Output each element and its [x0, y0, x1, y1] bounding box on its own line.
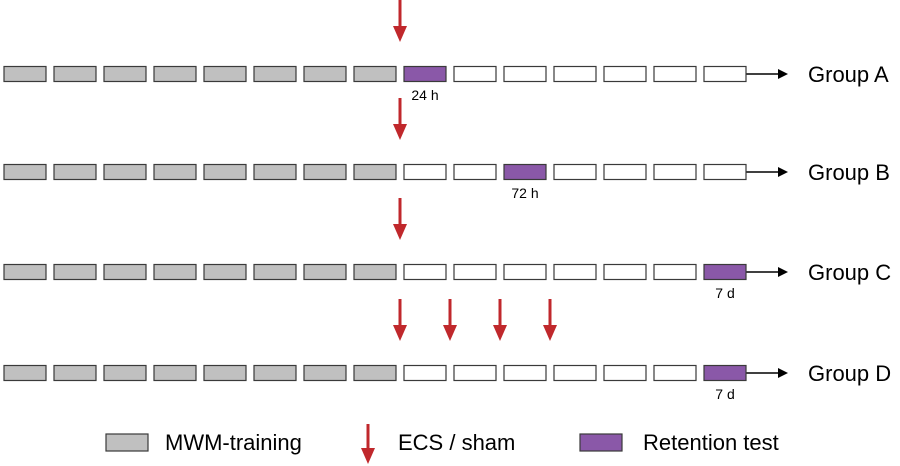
retention-delay-label: 24 h — [411, 87, 438, 103]
rest-day-box — [403, 263, 447, 281]
legend-retention-swatch — [579, 433, 623, 452]
ecs-arrow-icon — [393, 0, 407, 42]
retention-test-box — [703, 263, 747, 281]
group-label: Group B — [808, 160, 890, 185]
rest-day-box — [703, 163, 747, 181]
rest-day-box — [503, 65, 547, 83]
rest-day-box — [603, 263, 647, 281]
training-day-box — [303, 65, 347, 83]
training-day-box — [53, 65, 97, 83]
rest-day-box — [603, 65, 647, 83]
training-day-box — [153, 163, 197, 181]
ecs-arrow-icon — [393, 299, 407, 341]
ecs-arrow-icon — [393, 98, 407, 140]
training-day-box — [303, 364, 347, 382]
legend-ecs-arrow-icon — [361, 424, 375, 464]
training-day-box — [103, 364, 147, 382]
group-rows: 24 h Group A 72 h Group B 7 d Group C 7 d Group… — [3, 0, 891, 402]
training-day-box — [53, 364, 97, 382]
rest-day-box — [603, 163, 647, 181]
training-day-box — [153, 364, 197, 382]
retention-test-box — [703, 364, 747, 382]
training-day-box — [53, 163, 97, 181]
group-row: 24 h Group A — [3, 0, 889, 103]
group-row: 7 d Group C — [3, 198, 891, 301]
rest-day-box — [503, 263, 547, 281]
training-day-box — [153, 65, 197, 83]
legend: MWM-training ECS / sham Retention test — [105, 424, 779, 464]
rest-day-box — [553, 163, 597, 181]
timeline-arrowhead-icon — [778, 267, 788, 277]
training-day-box — [253, 364, 297, 382]
rest-day-box — [653, 263, 697, 281]
training-day-box — [253, 65, 297, 83]
training-day-box — [3, 263, 47, 281]
rest-day-box — [453, 364, 497, 382]
rest-day-box — [653, 65, 697, 83]
group-row: 72 h Group B — [3, 98, 890, 201]
retention-delay-label: 7 d — [715, 386, 734, 402]
legend-training-swatch — [105, 433, 149, 452]
training-day-box — [103, 163, 147, 181]
training-day-box — [153, 263, 197, 281]
training-day-box — [203, 263, 247, 281]
rest-day-box — [403, 364, 447, 382]
legend-training-label: MWM-training — [165, 430, 302, 455]
retention-test-box — [503, 163, 547, 181]
rest-day-box — [603, 364, 647, 382]
rest-day-box — [653, 163, 697, 181]
training-day-box — [303, 263, 347, 281]
ecs-arrow-icon — [493, 299, 507, 341]
ecs-arrow-icon — [443, 299, 457, 341]
rest-day-box — [553, 65, 597, 83]
rest-day-box — [403, 163, 447, 181]
rest-day-box — [453, 163, 497, 181]
group-label: Group C — [808, 260, 891, 285]
training-day-box — [3, 163, 47, 181]
timeline-arrowhead-icon — [778, 368, 788, 378]
rest-day-box — [653, 364, 697, 382]
training-day-box — [3, 364, 47, 382]
training-day-box — [203, 364, 247, 382]
retention-test-box — [403, 65, 447, 83]
training-day-box — [53, 263, 97, 281]
training-day-box — [103, 65, 147, 83]
rest-day-box — [453, 263, 497, 281]
training-day-box — [253, 263, 297, 281]
training-day-box — [253, 163, 297, 181]
timeline-arrowhead-icon — [778, 69, 788, 79]
timeline-arrowhead-icon — [778, 167, 788, 177]
legend-ecs-label: ECS / sham — [398, 430, 515, 455]
training-day-box — [353, 163, 397, 181]
group-row: 7 d Group D — [3, 299, 891, 402]
rest-day-box — [553, 263, 597, 281]
group-label: Group D — [808, 361, 891, 386]
training-day-box — [353, 364, 397, 382]
rest-day-box — [703, 65, 747, 83]
training-day-box — [303, 163, 347, 181]
ecs-arrow-icon — [543, 299, 557, 341]
retention-delay-label: 72 h — [511, 185, 538, 201]
training-day-box — [353, 263, 397, 281]
training-day-box — [3, 65, 47, 83]
rest-day-box — [453, 65, 497, 83]
legend-retention-label: Retention test — [643, 430, 779, 455]
retention-delay-label: 7 d — [715, 285, 734, 301]
group-label: Group A — [808, 62, 889, 87]
rest-day-box — [553, 364, 597, 382]
rest-day-box — [503, 364, 547, 382]
training-day-box — [353, 65, 397, 83]
training-day-box — [103, 263, 147, 281]
ecs-arrow-icon — [393, 198, 407, 240]
training-day-box — [203, 163, 247, 181]
training-day-box — [203, 65, 247, 83]
